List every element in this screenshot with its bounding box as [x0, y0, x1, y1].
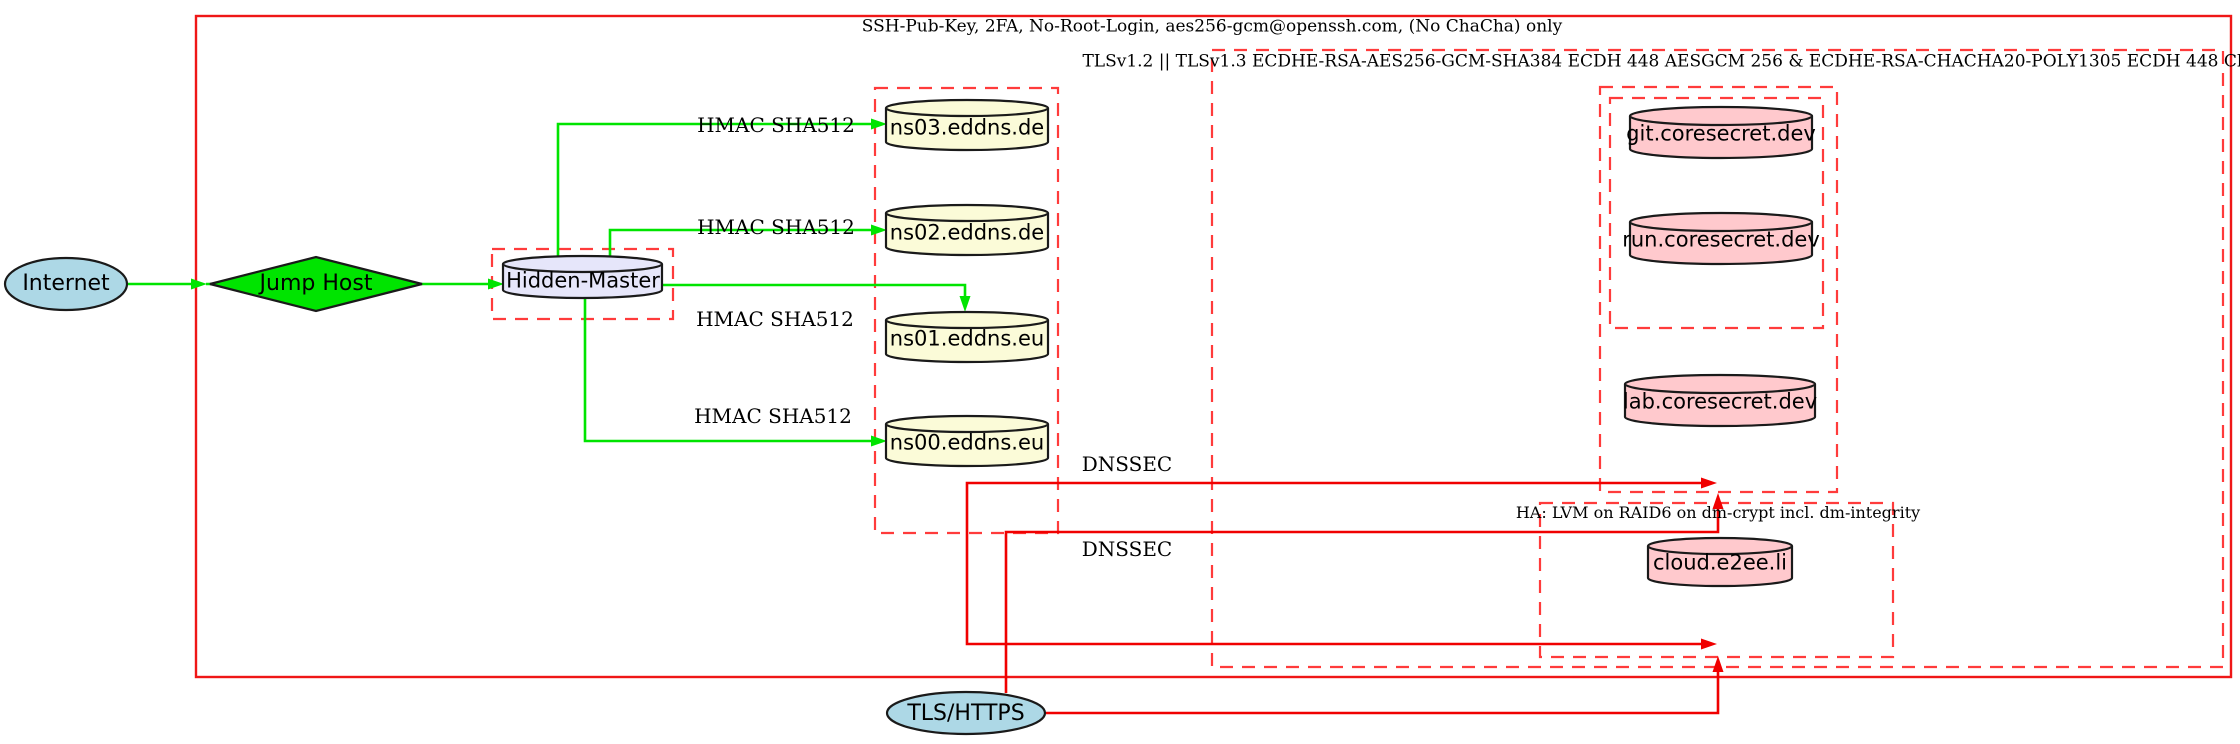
cluster-tls-label: TLSv1.2 || TLSv1.3 ECDHE-RSA-AES256-GCM-… — [1082, 51, 2240, 72]
edge-hiddenmaster-to-ns00 — [583, 299, 872, 443]
edge-label-hmac-ns03: HMAC SHA512 — [697, 113, 855, 137]
node-internet-ellipse — [3, 256, 129, 312]
edge-hiddenmaster-to-ns02 — [608, 228, 872, 257]
node-tls-https-ellipse — [885, 690, 1047, 736]
arrowhead-ns00 — [871, 435, 887, 447]
ns00-cylinder-lid — [884, 423, 1050, 434]
node-lab-cylinder — [1623, 373, 1817, 428]
cluster-coresecret-box — [1598, 85, 1839, 494]
cluster-gitrun-box — [1608, 96, 1825, 330]
node-cloud-label: cloud.e2ee.li — [1652, 550, 1788, 575]
run-cylinder-lid — [1628, 221, 1814, 233]
arrowhead-coresecret-bottom — [1712, 493, 1724, 509]
edge-tlshttps-to-ha — [1045, 671, 1720, 715]
lab-cylinder-lid — [1623, 383, 1817, 395]
cloud-cylinder-lid — [1646, 545, 1794, 556]
node-run-cylinder — [1628, 211, 1814, 266]
arrowhead-dnssec-upper — [1701, 477, 1717, 489]
ns03-cylinder-lid — [884, 107, 1050, 118]
node-ns01-label: ns01.eddns.eu — [889, 326, 1045, 351]
node-ns00-cylinder — [884, 414, 1050, 468]
node-jump-host-diamond — [209, 255, 423, 313]
edge-dnssec-c-route — [965, 481, 1702, 646]
node-ns02-cylinder — [884, 203, 1050, 257]
arrowhead-ns03 — [871, 118, 887, 130]
node-lab-label: lab.coresecret.dev — [1622, 389, 1818, 414]
node-hidden-master-label: Hidden-Master — [506, 268, 660, 293]
edge-hiddenmaster-to-ns01 — [662, 283, 967, 297]
node-internet-label: Internet — [22, 271, 110, 296]
edge-tlshttps-to-coresecret — [1004, 509, 1720, 693]
cluster-ssh-label: SSH-Pub-Key, 2FA, No-Root-Login, aes256-… — [861, 16, 1563, 37]
git-cylinder-lid — [1628, 115, 1814, 127]
arrowhead-ha-bottom — [1712, 656, 1724, 672]
cluster-nameservers-box — [873, 86, 1060, 535]
edge-label-dnssec-upper: DNSSEC — [1081, 452, 1173, 476]
cluster-ha-label: HA: LVM on RAID6 on dm-crypt incl. dm-in… — [1515, 503, 1921, 522]
arrowhead-hidden-master — [488, 278, 504, 290]
hidden-master-cylinder-lid — [501, 263, 664, 274]
node-hidden-master-cylinder — [501, 254, 664, 300]
node-run-label: run.coresecret.dev — [1622, 227, 1820, 252]
node-cloud-cylinder — [1646, 536, 1794, 588]
node-ns03-label: ns03.eddns.de — [889, 115, 1045, 140]
node-ns01-cylinder — [884, 310, 1050, 364]
arrowhead-ns02 — [871, 224, 887, 236]
arrowhead-cluster-entry — [191, 278, 207, 290]
node-git-cylinder — [1628, 105, 1814, 160]
node-ns03-cylinder — [884, 98, 1050, 152]
edge-label-dnssec-lower: DNSSEC — [1081, 537, 1173, 561]
ns02-cylinder-lid — [884, 212, 1050, 223]
edge-label-hmac-ns02: HMAC SHA512 — [697, 215, 855, 239]
node-jump-host-label: Jump Host — [259, 271, 373, 296]
node-git-label: git.coresecret.dev — [1626, 121, 1816, 146]
arrowhead-ns01 — [959, 296, 971, 312]
edge-label-hmac-ns00: HMAC SHA512 — [694, 404, 852, 428]
arrowhead-dnssec-lower — [1701, 638, 1717, 650]
edge-hiddenmaster-to-ns03 — [556, 122, 872, 257]
node-ns00-label: ns00.eddns.eu — [889, 430, 1045, 455]
edge-label-hmac-ns01: HMAC SHA512 — [696, 307, 854, 331]
node-tls-https-label: TLS/HTTPS — [907, 701, 1025, 726]
ns01-cylinder-lid — [884, 319, 1050, 330]
node-ns02-label: ns02.eddns.de — [889, 220, 1045, 245]
cluster-ssh-box — [194, 14, 2233, 679]
